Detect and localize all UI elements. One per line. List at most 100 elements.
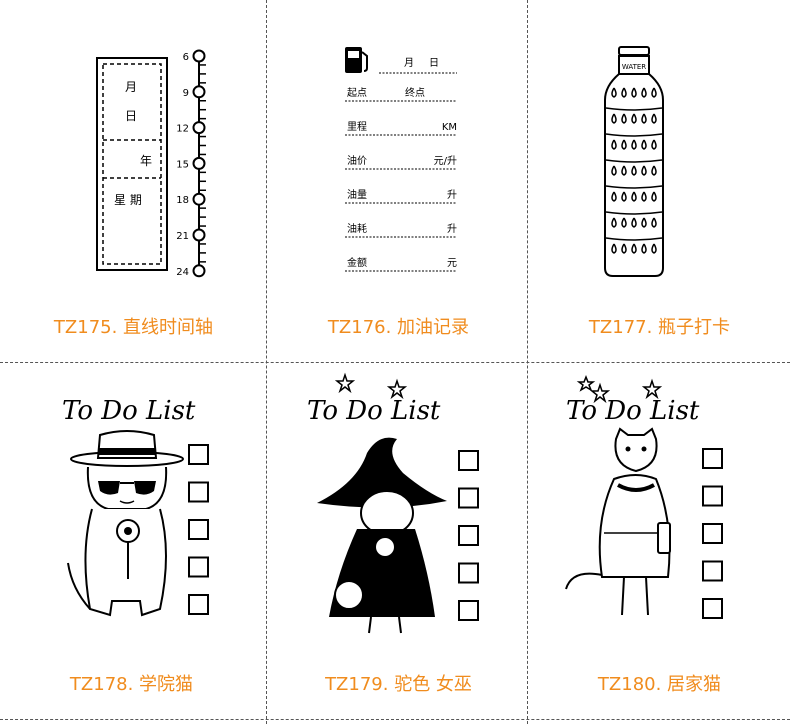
hour-node: [192, 264, 206, 278]
hour-node: [192, 121, 206, 135]
bottle-label: WATER: [622, 63, 646, 71]
fuel-row-unit: 元: [447, 258, 457, 269]
drop-icon: [611, 243, 617, 254]
drop-icon: [631, 139, 637, 150]
hour-label: 24: [176, 267, 189, 278]
hour-node: [192, 156, 206, 170]
todo-checkbox: [702, 560, 723, 582]
drop-icon: [651, 139, 657, 150]
fuel-pump-icon: [345, 47, 368, 73]
hour-label: 21: [176, 231, 189, 242]
day-label: 日: [125, 109, 137, 123]
header-day: 日: [429, 58, 439, 69]
drop-icon: [651, 87, 657, 98]
hour-label: 9: [183, 88, 189, 99]
bottle-stamp-art: WATER: [604, 46, 664, 277]
drop-icon: [641, 165, 647, 176]
todo-checkbox: [458, 600, 479, 621]
todo-checkbox: [702, 598, 723, 619]
todo-checkbox: [188, 556, 209, 578]
drop-icon: [621, 217, 627, 228]
bottle-ridge: [605, 185, 663, 189]
drop-icon: [651, 191, 657, 202]
month-label: 月: [125, 80, 137, 94]
todo-checkbox: [188, 594, 209, 615]
drop-icon: [621, 87, 627, 98]
drop-icon: [621, 113, 627, 124]
drop-icon: [631, 87, 637, 98]
drop-icon: [631, 191, 637, 202]
todo-title: To Do List: [307, 396, 441, 426]
todo-title: To Do List: [566, 396, 700, 426]
checkbox-column: [188, 444, 209, 615]
drop-icon: [651, 113, 657, 124]
drop-icon: [631, 165, 637, 176]
drop-icon: [621, 165, 627, 176]
bottle-ridge: [605, 237, 663, 241]
todo-checkbox: [188, 444, 209, 465]
drop-icon: [641, 87, 647, 98]
fuel-row-label: 起点: [347, 87, 367, 99]
drop-icon: [641, 191, 647, 202]
checkbox-column: [458, 450, 479, 621]
todo-checkbox: [458, 562, 479, 584]
drop-icon: [611, 217, 617, 228]
caption-tz175: TZ175. 直线时间轴: [53, 317, 214, 338]
drop-icon: [641, 243, 647, 254]
fuel-row-mid: 终点: [405, 86, 425, 99]
row-divider: [0, 719, 790, 720]
bottle-ridge: [605, 133, 663, 137]
hour-label: 15: [176, 159, 189, 170]
drop-icon: [631, 243, 637, 254]
drop-icon: [631, 113, 637, 124]
caption-tz177: TZ177. 瓶子打卡: [588, 317, 731, 338]
stamp-tz178: To Do List TZ178. 学院猫: [0, 363, 263, 719]
todo-checkbox: [458, 525, 479, 546]
checkbox-column: [702, 448, 723, 619]
drop-icon: [631, 217, 637, 228]
weekday-label: 星 期: [114, 193, 142, 207]
stamp-tz177: WATER TZ177. 瓶子打卡: [528, 0, 790, 362]
drop-icon: [641, 217, 647, 228]
hour-node: [192, 49, 206, 63]
bottle-ridge: [605, 107, 663, 111]
fuel-row-unit: 升: [447, 223, 457, 235]
drop-icon: [611, 113, 617, 124]
todo-checkbox: [188, 519, 209, 540]
hour-node: [192, 192, 206, 206]
drop-icon: [611, 191, 617, 202]
fuel-row-unit: 升: [447, 189, 457, 201]
todo-checkbox: [702, 523, 723, 544]
bottle-drops: [605, 87, 663, 254]
caption-tz180: TZ180. 居家猫: [597, 674, 722, 695]
drop-icon: [641, 113, 647, 124]
hour-label: 18: [176, 195, 189, 206]
drop-icon: [621, 191, 627, 202]
header-month: 月: [404, 57, 414, 69]
drop-icon: [651, 165, 657, 176]
todo-checkbox: [702, 485, 723, 507]
academy-cat-stamp-art: To Do List: [62, 396, 209, 617]
todo-checkbox: [458, 487, 479, 509]
drop-icon: [641, 139, 647, 150]
fuel-row-label: 油价: [347, 154, 367, 167]
hat-icon: [70, 430, 184, 467]
caption-tz178: TZ178. 学院猫: [69, 674, 194, 695]
caption-tz176: TZ176. 加油记录: [327, 317, 470, 338]
hour-node: [192, 228, 206, 242]
todo-checkbox: [458, 450, 479, 471]
todo-checkbox: [188, 481, 209, 503]
year-label: 年: [140, 154, 152, 168]
bottle-ridge: [605, 211, 663, 215]
stamp-tz180: To Do List TZ180. 居家猫: [528, 363, 790, 719]
fuel-row-unit: 元/升: [434, 155, 457, 167]
drop-icon: [611, 165, 617, 176]
witch-stamp-art: To Do List: [307, 372, 479, 634]
drop-icon: [611, 87, 617, 98]
todo-checkbox: [702, 448, 723, 469]
